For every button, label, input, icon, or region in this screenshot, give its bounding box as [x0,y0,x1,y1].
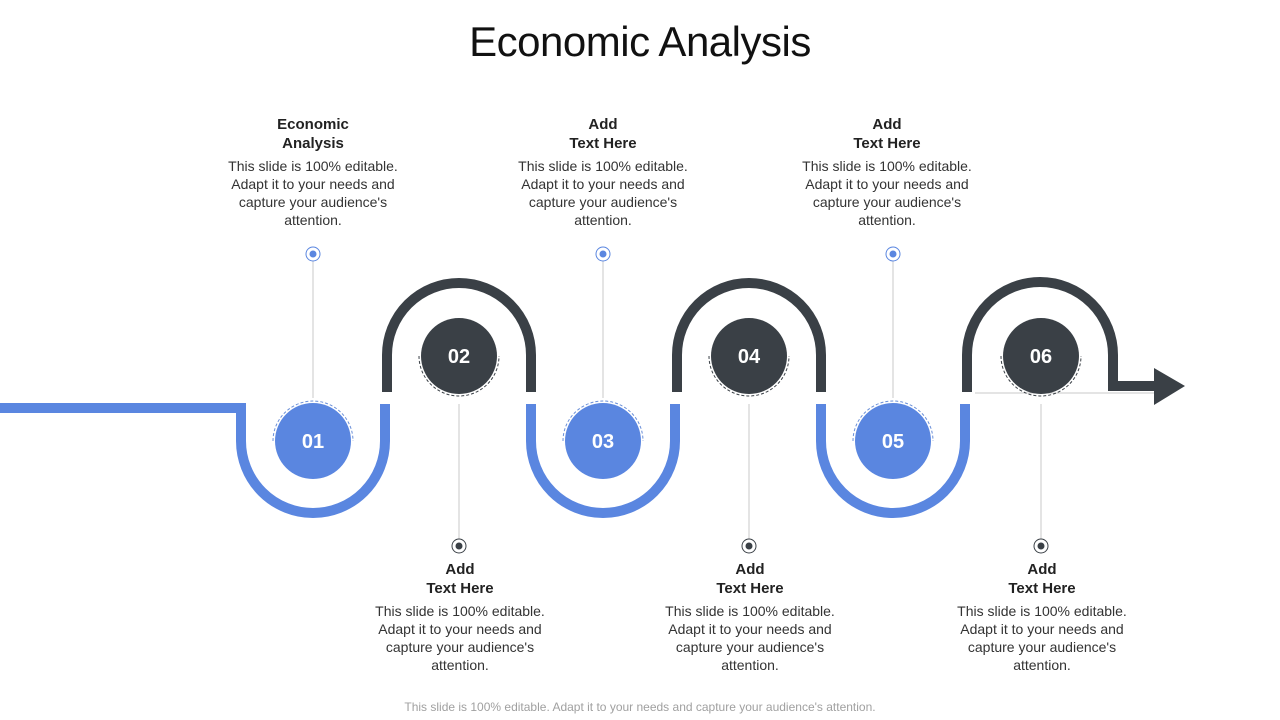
step-number-3: 03 [592,431,614,453]
step-circle-2: 02 [418,318,500,397]
step-circle-6: 06 [1000,318,1082,397]
step-number-2: 02 [448,346,470,368]
blue-track-segment-3 [816,404,970,518]
step-body-3: This slide is 100% editable. Adapt it to… [518,158,688,228]
blue-track-segment-2 [526,404,680,518]
blue-track [0,403,970,518]
step-heading-6: Add Text Here [1008,561,1076,597]
dark-track-segment-2 [672,278,826,392]
step-heading-3: Add Text Here [569,116,637,152]
marker-4 [741,538,757,554]
step-body-4: This slide is 100% editable. Adapt it to… [665,603,835,673]
step-text-2: Add Text Here This slide is 100% editabl… [370,560,550,674]
step-heading-5: Add Text Here [853,116,921,152]
step-text-3: Add Text Here This slide is 100% editabl… [513,115,693,229]
top-markers [305,246,901,262]
dark-track-segment-3 [962,277,1158,392]
connector-lines [312,261,1155,540]
step-body-2: This slide is 100% editable. Adapt it to… [375,603,545,673]
step-body-6: This slide is 100% editable. Adapt it to… [957,603,1127,673]
marker-1 [305,246,321,262]
marker-3 [595,246,611,262]
marker-6 [1033,538,1049,554]
dark-track [382,277,1158,392]
marker-5 [885,246,901,262]
step-circle-4: 04 [708,318,790,397]
page-title: Economic Analysis [469,18,811,65]
step-circle-5: 05 [852,400,934,479]
step-text-4: Add Text Here This slide is 100% editabl… [660,560,840,674]
step-text-6: Add Text Here This slide is 100% editabl… [952,560,1132,674]
step-heading-1: Economic Analysis [277,116,349,152]
step-text-1: Economic Analysis This slide is 100% edi… [223,115,403,229]
step-heading-2: Add Text Here [426,561,494,597]
arrow-head [1154,368,1185,405]
step-heading-4: Add Text Here [716,561,784,597]
step-circle-1: 01 [272,400,354,479]
step-circle-3: 03 [562,400,644,479]
step-number-4: 04 [738,346,761,368]
step-body-1: This slide is 100% editable. Adapt it to… [228,158,398,228]
step-body-5: This slide is 100% editable. Adapt it to… [802,158,972,228]
step-number-6: 06 [1030,346,1052,368]
bottom-markers [451,538,1049,554]
step-number-1: 01 [302,431,324,453]
step-number-5: 05 [882,431,904,453]
step-text-5: Add Text Here This slide is 100% editabl… [797,115,977,229]
dark-track-segment-1 [382,278,536,392]
marker-2 [451,538,467,554]
blue-track-lead [0,403,390,518]
footer-note: This slide is 100% editable. Adapt it to… [404,700,876,714]
